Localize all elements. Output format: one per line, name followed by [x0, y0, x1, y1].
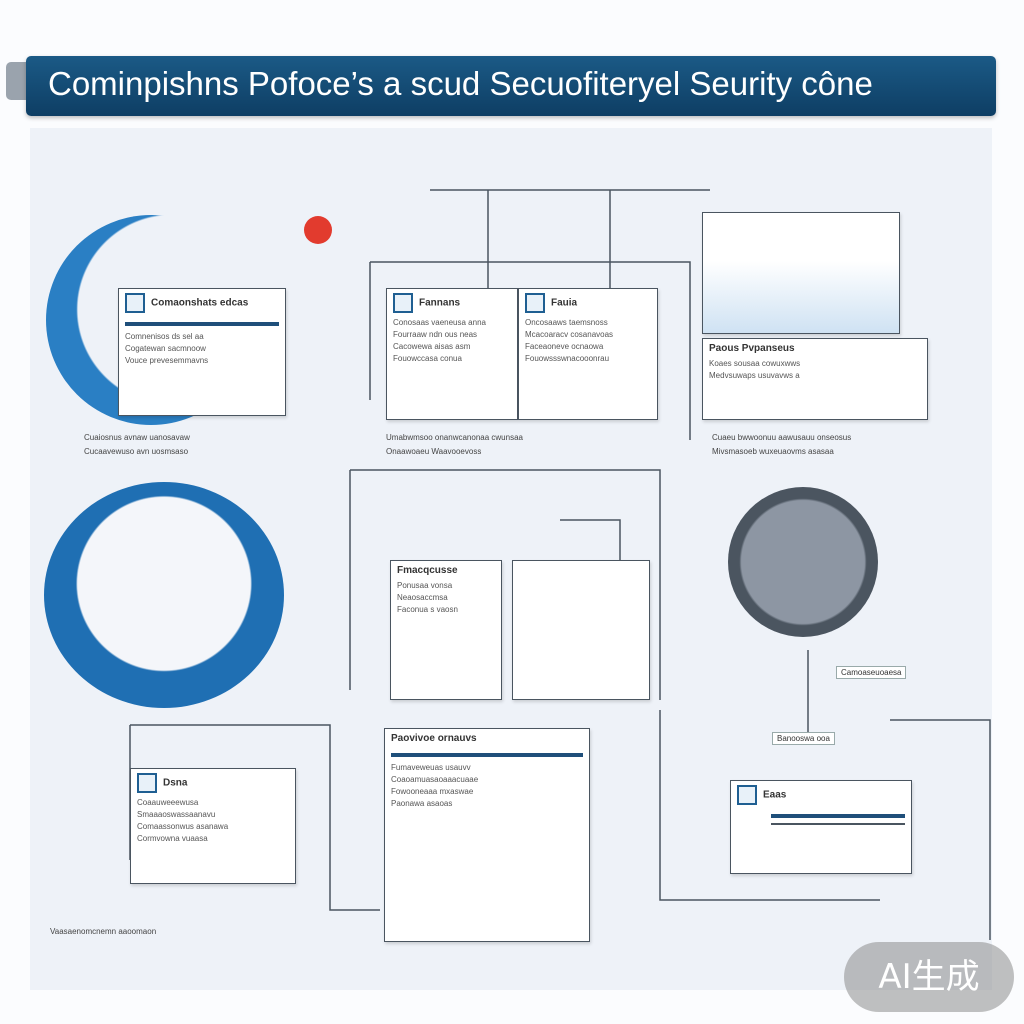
card-line: Vouce prevesemmavns [125, 356, 209, 365]
divider-bar [771, 814, 905, 818]
card-title: Comaonshats edcas [151, 297, 249, 309]
cloud-circle-bottom [44, 482, 284, 708]
divider-bar [391, 753, 583, 757]
logo-icon [125, 293, 145, 313]
card-line: Paonawa asaoas [391, 799, 453, 808]
card-line: Cormvowna vuaasa [137, 834, 208, 843]
caption: Cuaiosnus avnaw uanosavaw [84, 433, 190, 442]
card-line: Cacowewa aisas asm [393, 342, 471, 351]
card-bottom-right: Eaas [730, 780, 912, 874]
logo-icon [525, 293, 545, 313]
card-title: Dsna [163, 777, 188, 789]
card-title: Paovivoe ornauvs [391, 733, 477, 744]
card-line: Fowooneaaa mxaswae [391, 787, 474, 796]
logo-icon [137, 773, 157, 793]
divider-bar [771, 823, 905, 825]
card-line: Fouowssswnacooonrau [525, 354, 610, 363]
card-line: Cogatewan sacmnoow [125, 344, 206, 353]
card-line: Koaes sousaa cowuxwws [709, 359, 801, 368]
page-title: Cominpishns Pofoce’s a scud Secuofiterye… [48, 65, 873, 102]
card-line: Coaoamuasaoaaacuaae [391, 775, 479, 784]
caption: Cucaavewuso avn uosmsaso [84, 447, 189, 456]
card-title: Fannans [419, 297, 461, 309]
red-status-dot [304, 216, 332, 244]
tag-label: Camoaseuoaesa [836, 666, 907, 679]
card-top-right: Paous Pvpanseus Koaes sousaa cowuxwws Me… [702, 338, 928, 420]
card-top-left: Comaonshats edcas Comnenisos ds sel aa C… [118, 288, 286, 416]
card-line: Coaauweeewusa [137, 798, 199, 807]
divider-bar [125, 322, 279, 326]
caption: Cuaeu bwwoonuu aawusauu onseosus [712, 433, 852, 442]
card-line: Faconua s vaosn [397, 605, 458, 614]
caption: Onaawoaeu Waavooevoss [386, 447, 482, 456]
server-circle [728, 487, 878, 637]
card-title: Eaas [763, 789, 787, 801]
card-title: Paous Pvpanseus [709, 343, 795, 354]
card-title: Fmacqcusse [397, 565, 458, 576]
card-line: Ponusaa vonsa [397, 581, 453, 590]
caption: Vaasaenomcnemn aaoomaon [50, 927, 157, 936]
card-top-mid-1: Fannans Conosaas vaeneusa anna Fourraaw … [386, 288, 518, 420]
card-line: Fourraaw ndn ous neas [393, 330, 478, 339]
logo-icon [393, 293, 413, 313]
card-line: Medvsuwaps usuvavws a [709, 371, 800, 380]
card-line: Fumaveweuas usauvv [391, 763, 471, 772]
caption: Mivsmasoeb wuxeuaovms asasaa [712, 447, 834, 456]
card-center-right [512, 560, 650, 700]
ai-generated-watermark: AI生成 [844, 942, 1014, 1012]
card-bottom-left: Dsna Coaauweeewusa Smaaaoswassaanavu Com… [130, 768, 296, 884]
card-line: Oncosaaws taemsnoss [525, 318, 608, 327]
card-top-mid-2: Fauia Oncosaaws taemsnoss Mcacoaracv cos… [518, 288, 658, 420]
card-line: Conosaas vaeneusa anna [393, 318, 486, 327]
card-line: Mcacoaracv cosanavoas [525, 330, 614, 339]
tag-label: Banooswa ooa [772, 732, 835, 745]
card-line: Fouowccasa conua [393, 354, 462, 363]
card-line: Neaosaccmsa [397, 593, 448, 602]
card-line: Comnenisos ds sel aa [125, 332, 204, 341]
title-banner [26, 56, 996, 116]
card-line: Comaassonwus asanawa [137, 822, 229, 831]
card-bottom-mid: Paovivoe ornauvs Fumaveweuas usauvv Coao… [384, 728, 590, 942]
logo-icon [737, 785, 757, 805]
card-center-left: Fmacqcusse Ponusaa vonsa Neaosaccmsa Fac… [390, 560, 502, 700]
chart-panel [702, 212, 900, 334]
card-line: Smaaaoswassaanavu [137, 810, 216, 819]
card-line: Faceaoneve ocnaowa [525, 342, 604, 351]
card-title: Fauia [551, 297, 578, 309]
caption: Umabwmsoo onanwcanonaa cwunsaa [386, 433, 523, 442]
